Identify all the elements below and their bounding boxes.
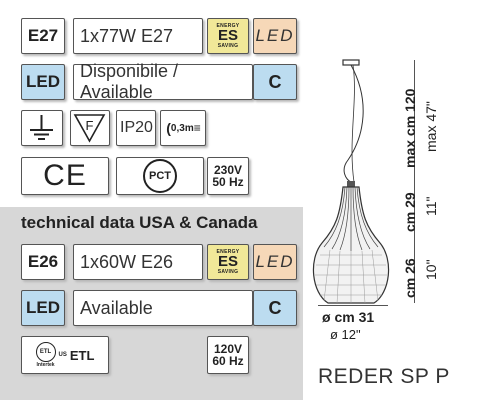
power-cable — [351, 64, 355, 183]
bulb-spec-eu: 1x77W E27 — [73, 18, 203, 54]
socket-label-eu: E27 — [21, 18, 65, 54]
svg-text:F: F — [86, 118, 94, 133]
energy-saving-badge-na: ENERGY ES SAVING — [207, 244, 249, 280]
availability-eu: Disponibile / Available — [73, 61, 253, 102]
diameter-in: ø 12" — [330, 327, 361, 342]
ceiling-canopy — [342, 59, 360, 66]
usa-canada-heading: technical data USA & Canada — [21, 213, 258, 232]
lamp-holder — [347, 181, 355, 187]
led-tag-eu: LED — [253, 18, 297, 54]
etl-certification: ETL Intertek US ETL — [21, 336, 109, 374]
energy-saving-badge-eu: ENERGY ES SAVING — [207, 18, 249, 54]
intertek-etl-icon: ETL Intertek — [35, 342, 56, 368]
height-total-cm: max cm 120 — [402, 88, 418, 168]
led-label-na: LED — [21, 290, 65, 326]
energy-class-eu: C — [253, 64, 297, 100]
energy-class-na: C — [253, 290, 297, 326]
pct-mark-icon: PCT — [116, 157, 204, 195]
product-name: REDER SP P — [318, 365, 450, 388]
shade-rib-lines — [323, 186, 379, 251]
ground-icon — [21, 110, 63, 146]
dimension-line — [414, 60, 415, 303]
pendant-lamp-drawing — [312, 59, 390, 304]
led-label-eu: LED — [21, 64, 65, 100]
diameter-line — [318, 305, 388, 306]
height-shade-in: 11" — [423, 196, 439, 216]
ip-rating: IP20 — [116, 110, 156, 146]
ce-mark-icon: CE — [21, 157, 109, 195]
voltage-na: 120V 60 Hz — [207, 336, 249, 374]
height-total-in: max 47" — [423, 101, 439, 152]
availability-na: Available — [73, 290, 253, 326]
diameter-cm: ø cm 31 — [322, 309, 375, 325]
f-mark-triangle-icon: F — [70, 110, 110, 146]
min-distance-icon: (0,3m≡ — [160, 110, 206, 146]
height-base-in: 10" — [423, 259, 439, 280]
shade-mesh — [315, 249, 387, 304]
height-shade-cm: cm 29 — [402, 192, 418, 232]
suspension-cable — [343, 64, 364, 183]
voltage-eu: 230V 50 Hz — [207, 157, 249, 195]
height-base-cm: cm 26 — [402, 258, 418, 298]
led-tag-na: LED — [253, 244, 297, 280]
bulb-spec-na: 1x60W E26 — [73, 244, 203, 280]
socket-label-na: E26 — [21, 244, 65, 280]
